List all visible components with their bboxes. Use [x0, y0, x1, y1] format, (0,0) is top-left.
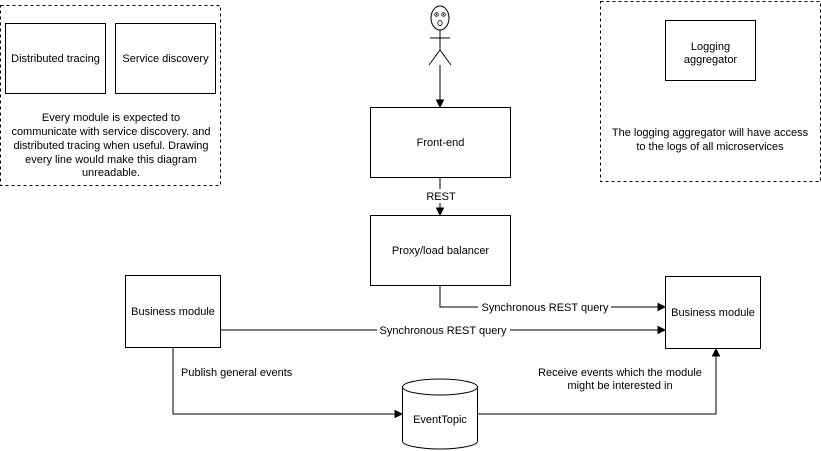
sync-query-top-label: Synchronous REST query — [482, 302, 609, 314]
publish-events-edge: Publish general events — [172, 348, 404, 419]
business-module-right-label: Business module — [671, 307, 755, 319]
right-note-line: The logging aggregator will have access — [612, 127, 809, 139]
user-actor-icon — [428, 5, 452, 66]
frontend-to-proxy-edge: REST — [424, 178, 458, 217]
event-topic-cylinder: EventTopic — [402, 378, 478, 450]
event-topic-label: EventTopic — [413, 414, 467, 426]
rest-edge-label: REST — [426, 191, 456, 203]
proxy-load-balancer-box — [370, 215, 511, 286]
left-note-line: unreadable. — [82, 167, 140, 179]
proxy-load-balancer-label: Proxy/load balancer — [392, 245, 490, 257]
frontend-box — [370, 107, 511, 178]
sync-query-bottom-label: Synchronous REST query — [380, 325, 507, 337]
actor-to-frontend-edge — [435, 65, 445, 109]
distributed-tracing-box — [5, 23, 106, 94]
business-to-business-edge: Synchronous REST query — [221, 323, 667, 337]
business-module-left-label: Business module — [131, 306, 215, 318]
left-note-line: communicate with service discovery. and — [11, 126, 210, 138]
publish-events-label: Publish general events — [181, 367, 293, 379]
logging-aggregator-label: aggregator — [684, 54, 738, 66]
receive-events-label: Receive events which the module — [538, 367, 702, 379]
proxy-to-business-edge: Synchronous REST query — [439, 286, 667, 314]
left-note-line: Every module is expected to — [42, 112, 180, 124]
service-discovery-label: Service discovery — [122, 53, 209, 65]
logging-aggregator-label: Logging — [691, 41, 730, 53]
left-note-group — [0, 5, 221, 186]
receive-events-label: might be interested in — [567, 380, 672, 392]
business-module-right-box — [665, 276, 761, 349]
logging-aggregator-box — [665, 20, 756, 81]
frontend-label: Front-end — [417, 137, 465, 149]
right-note-line: to the logs of all microservices — [636, 141, 784, 153]
right-note-group — [600, 1, 821, 182]
business-module-left-box — [125, 275, 221, 348]
receive-events-edge: Receive events which the module might be… — [478, 347, 721, 415]
distributed-tracing-label: Distributed tracing — [11, 53, 100, 65]
left-note-line: distributed tracing when useful. Drawing — [13, 140, 208, 152]
service-discovery-box — [115, 23, 216, 94]
left-note-line: every line would make this diagram — [25, 154, 197, 166]
